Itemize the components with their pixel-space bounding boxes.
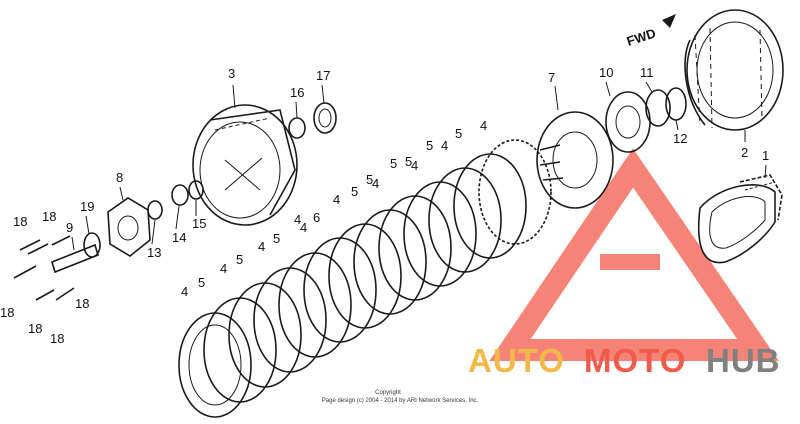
callout-18-b: 18: [42, 209, 56, 224]
part-7-pressure-plate: [536, 111, 614, 209]
watermark-text: AUTO MOTO HUB: [468, 342, 781, 379]
callout-4-f: 4: [294, 212, 301, 227]
callout-labels: 1 2 3 4 4 4 4 4 4 4 4 4 4 5 5 5 5 5 5 5 …: [0, 65, 769, 346]
callout-11: 11: [640, 65, 654, 80]
part-14-nut: [171, 184, 189, 206]
part-16-washer: [288, 117, 306, 139]
callout-5-h: 5: [405, 154, 412, 169]
callout-18-d: 18: [28, 321, 42, 336]
callout-18-e: 18: [50, 331, 64, 346]
part-19-rod: [51, 243, 99, 274]
callout-3: 3: [228, 66, 235, 81]
callout-5-b: 5: [426, 138, 433, 153]
copyright-line-1: Copyright: [375, 390, 401, 396]
callout-18-a: 18: [13, 214, 27, 229]
part-17-washer: [313, 102, 337, 134]
part-11-ring: [645, 89, 671, 127]
copyright-notice: Copyright Page design (c) 2004 - 2014 by…: [322, 390, 479, 404]
part-18-bolts: [13, 235, 75, 301]
callout-19: 19: [80, 199, 94, 214]
part-8-lifter: [107, 197, 151, 257]
callout-14: 14: [172, 230, 186, 245]
fwd-label: FWD: [625, 25, 658, 48]
callout-5-f: 5: [236, 252, 243, 267]
callout-18-c: 18: [0, 305, 14, 320]
watermark-moto: MOTO: [584, 342, 686, 379]
part-10-lifter-plate: [605, 91, 651, 153]
callout-5-i: 5: [366, 172, 373, 187]
copyright-line-2: Page design (c) 2004 - 2014 by ARI Netwo…: [322, 398, 479, 404]
watermark-logo: [489, 148, 779, 361]
callout-5-g: 5: [198, 275, 205, 290]
leader-lines: [71, 81, 767, 251]
callout-13: 13: [147, 245, 161, 260]
callout-4-e: 4: [333, 192, 340, 207]
callout-12: 12: [673, 131, 687, 146]
callout-5-e: 5: [273, 231, 280, 246]
part-2-clutch-outer: [684, 9, 784, 131]
callout-6: 6: [313, 210, 320, 225]
part-13-spacer: [147, 200, 163, 220]
part-15-washer: [188, 180, 204, 200]
callout-5-c: 5: [390, 156, 397, 171]
callout-9: 9: [66, 220, 73, 235]
callout-1: 1: [762, 148, 769, 163]
callout-7: 7: [548, 70, 555, 85]
callout-4-c: 4: [411, 158, 418, 173]
callout-4-i: 4: [181, 284, 188, 299]
callout-15: 15: [192, 216, 206, 231]
callout-10: 10: [599, 65, 613, 80]
part-3-clutch-center: [192, 104, 298, 226]
callout-17: 17: [316, 68, 330, 83]
callout-8: 8: [116, 170, 123, 185]
callout-4-j: 4: [300, 220, 307, 235]
callout-4-g: 4: [258, 239, 265, 254]
callout-18-f: 18: [75, 296, 89, 311]
callout-16: 16: [290, 85, 304, 100]
clutch-plate-stack: [178, 139, 552, 418]
callout-4-d: 4: [372, 176, 379, 191]
callout-5-a: 5: [455, 126, 462, 141]
part-1-chain: [697, 174, 783, 264]
callout-2: 2: [741, 145, 748, 160]
fwd-arrow: FWD: [625, 14, 676, 49]
callout-4-b: 4: [441, 138, 448, 153]
callout-4-h: 4: [220, 261, 227, 276]
callout-4-a: 4: [480, 118, 487, 133]
watermark-auto: AUTO: [468, 342, 565, 379]
watermark-hub: HUB: [706, 342, 781, 379]
callout-5-d: 5: [351, 184, 358, 199]
